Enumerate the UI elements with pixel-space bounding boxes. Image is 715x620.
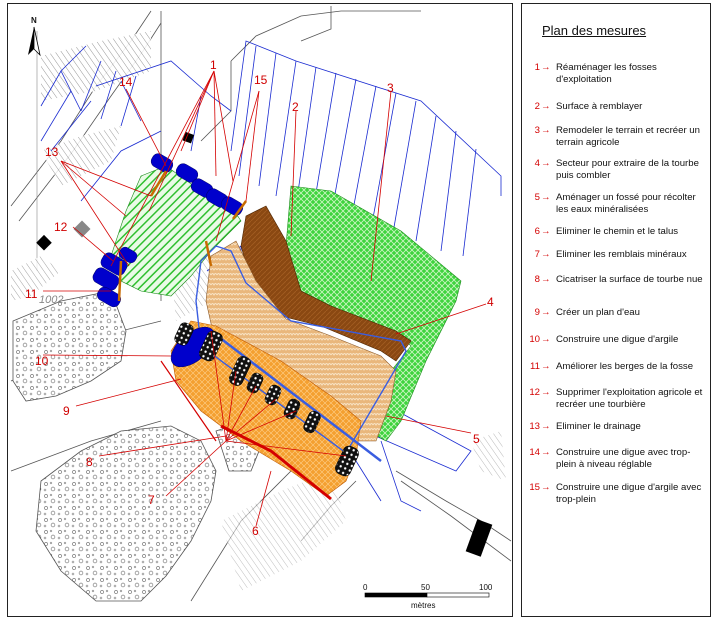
mineral-water-ditch	[210, 330, 382, 462]
path-embankment	[220, 424, 332, 501]
legend-item-text: Aménager un fossé pour récolter les eaux…	[556, 192, 696, 215]
arrow-right-icon: →	[541, 307, 551, 318]
callout-14: 14	[119, 75, 133, 89]
legend-item-text: Supprimer l'exploitation agricole et rec…	[556, 387, 703, 410]
legend-item-text: Surface à remblayer	[556, 101, 643, 112]
legend-title: Plan des mesures	[542, 23, 647, 38]
arrow-right-icon: →	[541, 334, 551, 345]
scale-tick-50: 50	[421, 583, 430, 592]
legend-item: 3→ Remodeler le terrain et recréer un ter…	[528, 125, 706, 148]
arrow-right-icon: →	[541, 158, 551, 169]
callout-9: 9	[63, 404, 70, 418]
legend-item: 8→ Cicatriser la surface de tourbe nue	[528, 274, 706, 286]
callout-15: 15	[254, 73, 268, 87]
legend-item-number: 9	[534, 307, 540, 318]
callout-3: 3	[387, 81, 394, 95]
legend-item-text: Construire une digue avec trop-plein à n…	[556, 447, 691, 470]
legend-item-text: Eliminer le drainage	[556, 421, 641, 432]
scale-tick-0: 0	[363, 583, 368, 592]
parcel-number: 1002	[39, 294, 63, 306]
legend-item-number: 3	[534, 125, 540, 136]
north-label: N	[31, 16, 37, 25]
legend-item: 12→ Supprimer l'exploitation agricole et …	[528, 387, 706, 410]
scale-bar: 0 50 100 mètres	[363, 583, 493, 610]
site-map: N 1002 1 2 3 4 5 6 7 8 9 10 11	[7, 3, 513, 617]
legend-item-number: 8	[534, 274, 540, 285]
legend-item: 2→ Surface à remblayer	[528, 101, 706, 113]
legend-item: 6→ Eliminer le chemin et le talus	[528, 226, 706, 238]
agricultural-parcels	[11, 31, 506, 591]
legend-item: 15→ Construire une digue d'argile avec tr…	[528, 482, 706, 505]
callout-labels: 1 2 3 4 5 6 7 8 9 10 11 12 13 14 15	[25, 58, 494, 538]
arrow-right-icon: →	[541, 274, 551, 285]
callout-4: 4	[487, 295, 494, 309]
callout-7: 7	[148, 493, 155, 507]
legend-item: 1→ Réaménager les fosses d'exploitation	[528, 62, 706, 85]
legend-item: 11→ Améliorer les berges de la fosse	[528, 361, 706, 373]
map-canvas: N 1002 1 2 3 4 5 6 7 8 9 10 11	[10, 6, 512, 610]
arrow-right-icon: →	[541, 192, 551, 203]
drainage-lines	[40, 40, 502, 512]
legend-item-number: 15	[529, 482, 540, 493]
callout-10: 10	[35, 354, 49, 368]
callout-13: 13	[45, 145, 59, 159]
scale-tick-100: 100	[479, 583, 493, 592]
legend-item-number: 13	[529, 421, 540, 432]
legend-item-text: Remodeler le terrain et recréer un terra…	[556, 125, 700, 148]
legend-item-number: 6	[534, 226, 540, 237]
legend-item: 5→ Aménager un fossé pour récolter les ea…	[528, 192, 706, 215]
callout-1: 1	[210, 58, 217, 72]
legend-item: 4→ Secteur pour extraire de la tourbe pui…	[528, 158, 706, 181]
arrow-right-icon: →	[541, 101, 551, 112]
legend-item-number: 4	[534, 158, 540, 169]
legend-item: 10→ Construire une digue d'argile	[528, 334, 706, 346]
legend-item-number: 14	[529, 447, 540, 458]
arrow-right-icon: →	[541, 387, 551, 398]
legend-item: 14→ Construire une digue avec trop-plein …	[528, 447, 706, 470]
mineral-fill-zones	[12, 290, 262, 602]
legend-item-text: Améliorer les berges de la fosse	[556, 361, 694, 372]
legend-item-number: 5	[534, 192, 540, 203]
legend-item-number: 1	[534, 62, 540, 73]
legend-item-text: Créer un plan d'eau	[556, 307, 640, 318]
legend-item: 13→ Eliminer le drainage	[528, 421, 706, 433]
legend-item-number: 11	[530, 361, 540, 372]
legend-item-text: Eliminer le chemin et le talus	[556, 226, 679, 237]
callout-11: 11	[25, 287, 38, 301]
arrow-right-icon: →	[541, 447, 551, 458]
legend-item-text: Secteur pour extraire de la tourbe puis …	[556, 158, 699, 181]
arrow-right-icon: →	[541, 249, 551, 260]
clay-dike-line	[160, 360, 217, 442]
arrow-right-icon: →	[541, 226, 551, 237]
north-arrow: N	[28, 16, 41, 57]
legend-item: 7→ Eliminer les remblais minéraux	[528, 249, 706, 261]
clay-dikes	[117, 170, 248, 302]
legend-item-number: 12	[529, 387, 540, 398]
legend-item-text: Réaménager les fosses d'exploitation	[556, 62, 657, 85]
callout-12: 12	[54, 220, 68, 234]
legend-item-text: Eliminer les remblais minéraux	[556, 249, 687, 260]
callout-8: 8	[86, 455, 93, 469]
legend-item: 9→ Créer un plan d'eau	[528, 307, 706, 319]
legend-item-text: Construire une digue d'argile avec trop-…	[556, 482, 702, 505]
legend-item-number: 7	[534, 249, 540, 260]
arrow-right-icon: →	[541, 125, 551, 136]
callout-2: 2	[292, 100, 299, 114]
arrow-right-icon: →	[541, 421, 551, 432]
legend-item-text: Cicatriser la surface de tourbe nue	[556, 274, 703, 285]
callout-5: 5	[473, 432, 480, 446]
legend-item-number: 2	[534, 101, 540, 112]
arrow-right-icon: →	[541, 62, 551, 73]
legend-item-text: Construire une digue d'argile	[556, 334, 679, 345]
legend-panel: Plan des mesures 1→Réaménager les fosses…	[521, 3, 711, 617]
callout-6: 6	[252, 524, 259, 538]
legend-item-number: 10	[529, 334, 540, 345]
callout-leaders	[42, 70, 487, 527]
extraction-pits	[92, 153, 244, 368]
scale-unit: mètres	[411, 601, 435, 610]
arrow-right-icon: →	[541, 361, 551, 372]
arrow-right-icon: →	[541, 482, 551, 493]
